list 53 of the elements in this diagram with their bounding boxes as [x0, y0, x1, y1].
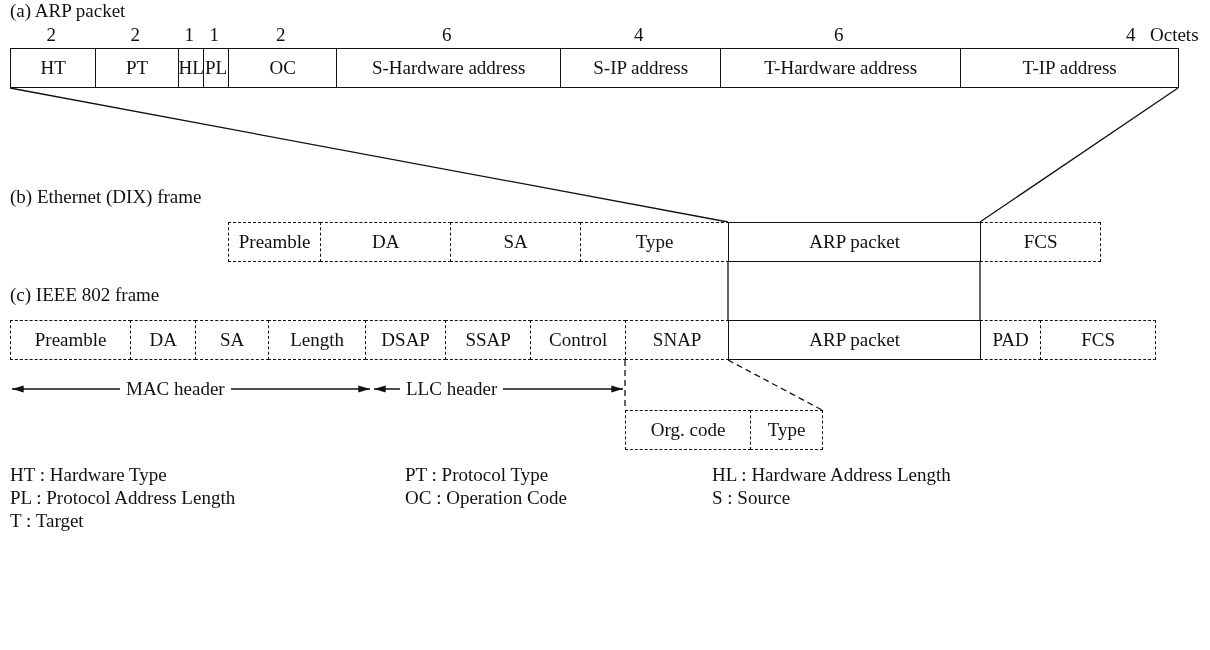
section-heading: (a) ARP packet: [10, 0, 126, 22]
header-field: DA: [130, 320, 197, 360]
header-field: OC: [228, 48, 338, 88]
header-field: PL: [203, 48, 230, 88]
octet-count: 2: [276, 24, 286, 46]
section-heading: (b) Ethernet (DIX) frame: [10, 186, 202, 208]
octet-count: 4: [1126, 24, 1136, 46]
expansion-line: [727, 261, 729, 321]
section-heading: (c) IEEE 802 frame: [10, 284, 160, 306]
header-field: ARP packet: [728, 320, 982, 360]
definition: PT : Protocol Type: [405, 464, 549, 486]
definition: OC : Operation Code: [405, 487, 567, 509]
header-field: FCS: [1040, 320, 1157, 360]
octet-count: 6: [834, 24, 844, 46]
definition: S : Source: [712, 487, 791, 509]
header-field: Org. code: [625, 410, 752, 450]
header-field: SA: [450, 222, 582, 262]
header-field: SNAP: [625, 320, 730, 360]
header-field: SA: [195, 320, 270, 360]
octet-count: 4: [634, 24, 644, 46]
expansion-line: [979, 87, 1179, 223]
definition: T : Target: [10, 510, 84, 532]
header-field: PAD: [980, 320, 1042, 360]
definition: PL : Protocol Address Length: [10, 487, 236, 509]
definition: HT : Hardware Type: [10, 464, 167, 486]
header-field: S-IP address: [560, 48, 722, 88]
header-field: HL: [178, 48, 205, 88]
header-field: Preamble: [228, 222, 322, 262]
header-field: SSAP: [445, 320, 532, 360]
header-field: Type: [750, 410, 824, 450]
definition: HL : Hardware Address Length: [712, 464, 951, 486]
octet-count: 1: [209, 24, 219, 46]
unit-label: Octets: [1150, 24, 1199, 46]
expansion-line: [727, 359, 823, 411]
header-field: Preamble: [10, 320, 132, 360]
octet-count: 1: [184, 24, 194, 46]
header-field: ARP packet: [728, 222, 982, 262]
expansion-line: [979, 261, 981, 321]
header-field: Type: [580, 222, 730, 262]
header-field: PT: [95, 48, 180, 88]
header-field: T-Hardware address: [720, 48, 962, 88]
header-field: FCS: [980, 222, 1102, 262]
header-field: T-IP address: [960, 48, 1180, 88]
expansion-line: [9, 87, 729, 223]
header-field: Length: [268, 320, 367, 360]
header-field: HT: [10, 48, 97, 88]
octet-count: 2: [46, 24, 56, 46]
octet-count: 6: [442, 24, 452, 46]
header-field: Control: [530, 320, 627, 360]
header-field: DSAP: [365, 320, 447, 360]
octet-count: 2: [130, 24, 140, 46]
header-field: S-Hardware address: [336, 48, 562, 88]
header-field: DA: [320, 222, 452, 262]
